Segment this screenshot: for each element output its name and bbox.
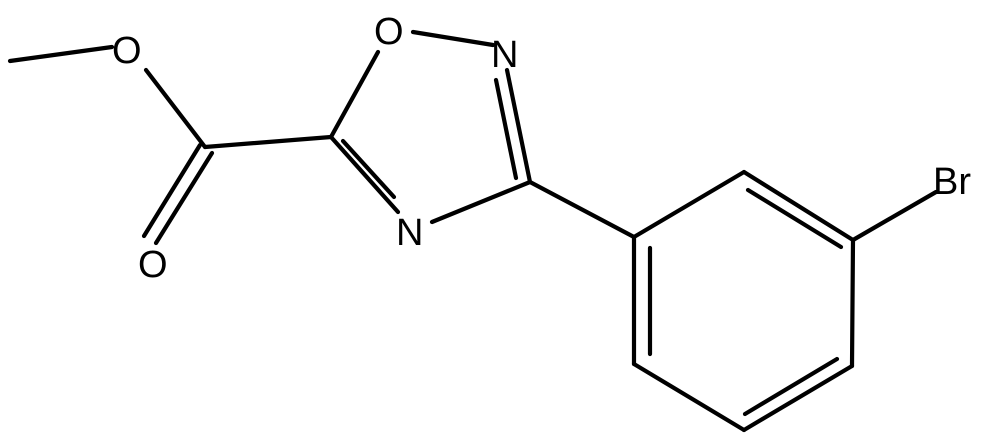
bond-ph5-ph6 [631, 361, 747, 433]
bond-c3-n4 [429, 179, 533, 225]
bonds [7, 29, 939, 433]
atom-bromine: Br [933, 161, 971, 203]
bond-carbonyl-double-a [141, 142, 203, 239]
bond-methyl-o [7, 44, 115, 64]
atom-ether-oxygen: O [112, 30, 142, 72]
bond-n2-c3 [504, 67, 533, 185]
bond-carbonyl-double-b [153, 150, 215, 246]
bond-c3-phenyl [527, 179, 637, 240]
atom-ring-oxygen: O [374, 11, 404, 53]
atom-ring-nitrogen-bottom: N [396, 212, 423, 254]
bond-ph3-ph4 [849, 237, 856, 369]
bond-c5-o1 [328, 49, 381, 140]
atom-carbonyl-oxygen: O [138, 244, 168, 286]
bond-ph2-ph3 [741, 169, 856, 243]
bond-n2-c3-inner [493, 77, 519, 181]
atom-labels: O O O N N Br [112, 11, 971, 286]
bond-ph1-ph2 [631, 169, 747, 240]
bond-ph4-ph5 [741, 363, 855, 433]
bond-o-carbonyl [143, 67, 208, 150]
bond-ph4-ph5-inner [742, 356, 840, 417]
bond-n4-c5 [328, 134, 401, 215]
bond-n4-c5-inner [340, 138, 397, 200]
bond-carbonyl-c5 [202, 134, 334, 150]
bond-ph3-br [850, 189, 939, 243]
bond-ph2-ph3-inner [745, 187, 844, 250]
bond-o1-n2 [410, 29, 496, 48]
atom-ring-nitrogen-top: N [491, 34, 518, 76]
